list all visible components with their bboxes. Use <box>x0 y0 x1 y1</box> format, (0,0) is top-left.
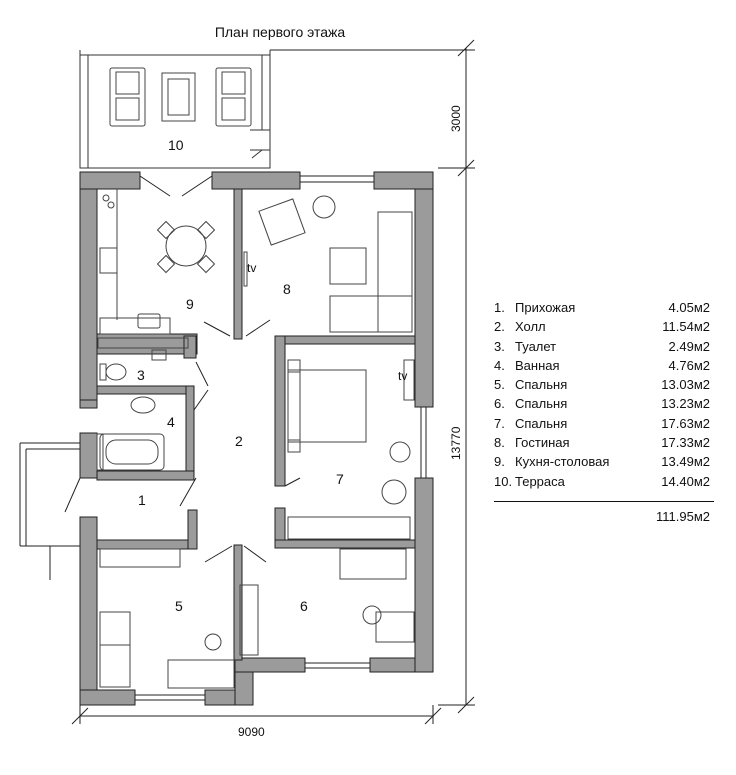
dimension-width: 9090 <box>238 725 265 739</box>
dimension-terrace: 3000 <box>449 105 463 132</box>
legend-room-name: Ванная <box>515 357 560 373</box>
legend-row: 5. Спальня 13.03м2 <box>494 375 710 394</box>
legend-number: 3. <box>494 338 505 354</box>
legend-room-name: Терраса <box>515 473 565 489</box>
legend-entry: 1. Прихожая <box>494 298 575 317</box>
legend-divider <box>494 500 714 502</box>
legend-room-name: Туалет <box>515 338 557 354</box>
doors <box>19 175 301 580</box>
legend-row: 1. Прихожая 4.05м2 <box>494 298 710 317</box>
legend-entry: 6. Спальня <box>494 394 567 413</box>
legend-entry: 3. Туалет <box>494 337 556 356</box>
exterior-walls <box>79 171 434 706</box>
tv-label-living: tv <box>247 261 256 275</box>
room-label-4: 4 <box>167 414 175 430</box>
terrace-furniture <box>109 67 252 127</box>
legend-room-name: Гостиная <box>515 435 570 451</box>
legend-row: 2. Холл 11.54м2 <box>494 317 710 336</box>
legend-number: 10. <box>494 473 513 489</box>
legend-room-name: Кухня-столовая <box>515 454 610 470</box>
room-label-10: 10 <box>168 137 184 153</box>
legend-row: 10.Терраса 14.40м2 <box>494 472 710 491</box>
room-label-7: 7 <box>336 471 344 487</box>
tv-label-bedroom: tv <box>398 369 407 383</box>
legend-number: 4. <box>494 357 505 373</box>
legend-entry: 4. Ванная <box>494 356 560 375</box>
windows <box>135 175 427 701</box>
legend-room-area: 13.03м2 <box>661 377 710 393</box>
legend-row: 3. Туалет 2.49м2 <box>494 337 710 356</box>
plan-title: План первого этажа <box>214 24 346 40</box>
legend-row: 4. Ванная 4.76м2 <box>494 356 710 375</box>
legend-number: 8. <box>494 435 505 451</box>
legend-entry: 10.Терраса <box>494 472 565 491</box>
legend-entry: 7. Спальня <box>494 414 567 433</box>
legend-number: 6. <box>494 396 505 412</box>
room-label-1: 1 <box>138 492 146 508</box>
legend-room-name: Спальня <box>515 396 568 412</box>
legend-number: 2. <box>494 319 505 335</box>
interior-walls <box>96 188 416 661</box>
legend-room-area: 4.05м2 <box>668 300 710 315</box>
legend-room-name: Спальня <box>515 377 568 393</box>
room-label-5: 5 <box>175 598 183 614</box>
terrace <box>79 50 271 169</box>
legend-number: 1. <box>494 300 505 315</box>
bedroom7-furniture <box>287 359 415 540</box>
legend-row: 9. Кухня-столовая 13.49м2 <box>494 452 710 471</box>
room-label-3: 3 <box>137 367 145 383</box>
legend-entry: 2. Холл <box>494 317 546 336</box>
legend-room-area: 14.40м2 <box>661 473 710 489</box>
room-label-8: 8 <box>283 281 291 297</box>
legend-room-name: Холл <box>515 319 546 335</box>
room-label-6: 6 <box>300 598 308 614</box>
legend-room-area: 13.23м2 <box>661 396 710 412</box>
legend-number: 9. <box>494 454 505 470</box>
bedroom-furniture <box>99 548 415 689</box>
legend-room-area: 17.33м2 <box>661 435 710 451</box>
room-label-9: 9 <box>186 296 194 312</box>
legend-entry: 8. Гостиная <box>494 433 570 452</box>
room-legend: 1. Прихожая 4.05м2 2. Холл 11.54м2 3. Туалет 2.4… <box>494 298 714 526</box>
legend-room-area: 2.49м2 <box>668 338 710 354</box>
legend-row: 7. Спальня 17.63м2 <box>494 414 710 433</box>
legend-room-area: 17.63м2 <box>661 415 710 431</box>
dimension-lines <box>71 39 475 725</box>
legend-row: 6. Спальня 13.23м2 <box>494 394 710 413</box>
living-furniture <box>243 195 413 333</box>
room-label-2: 2 <box>235 433 243 449</box>
legend-number: 5. <box>494 377 505 393</box>
legend-entry: 5. Спальня <box>494 375 567 394</box>
legend-row: 8. Гостиная 17.33м2 <box>494 433 710 452</box>
dimension-height: 13770 <box>449 426 463 460</box>
legend-total: 111.95м2 <box>656 508 710 524</box>
legend-room-name: Спальня <box>515 415 568 431</box>
bathroom-fixtures <box>96 363 165 471</box>
legend-entry: 9. Кухня-столовая <box>494 452 609 471</box>
legend-rows: 1. Прихожая 4.05м2 2. Холл 11.54м2 3. Туалет 2.4… <box>494 298 710 491</box>
legend-number: 7. <box>494 415 505 431</box>
legend-room-area: 13.49м2 <box>661 454 710 470</box>
kitchen-furniture <box>97 189 216 361</box>
legend-room-name: Прихожая <box>515 300 576 315</box>
legend-room-area: 11.54м2 <box>662 319 710 335</box>
legend-room-area: 4.76м2 <box>668 357 710 373</box>
